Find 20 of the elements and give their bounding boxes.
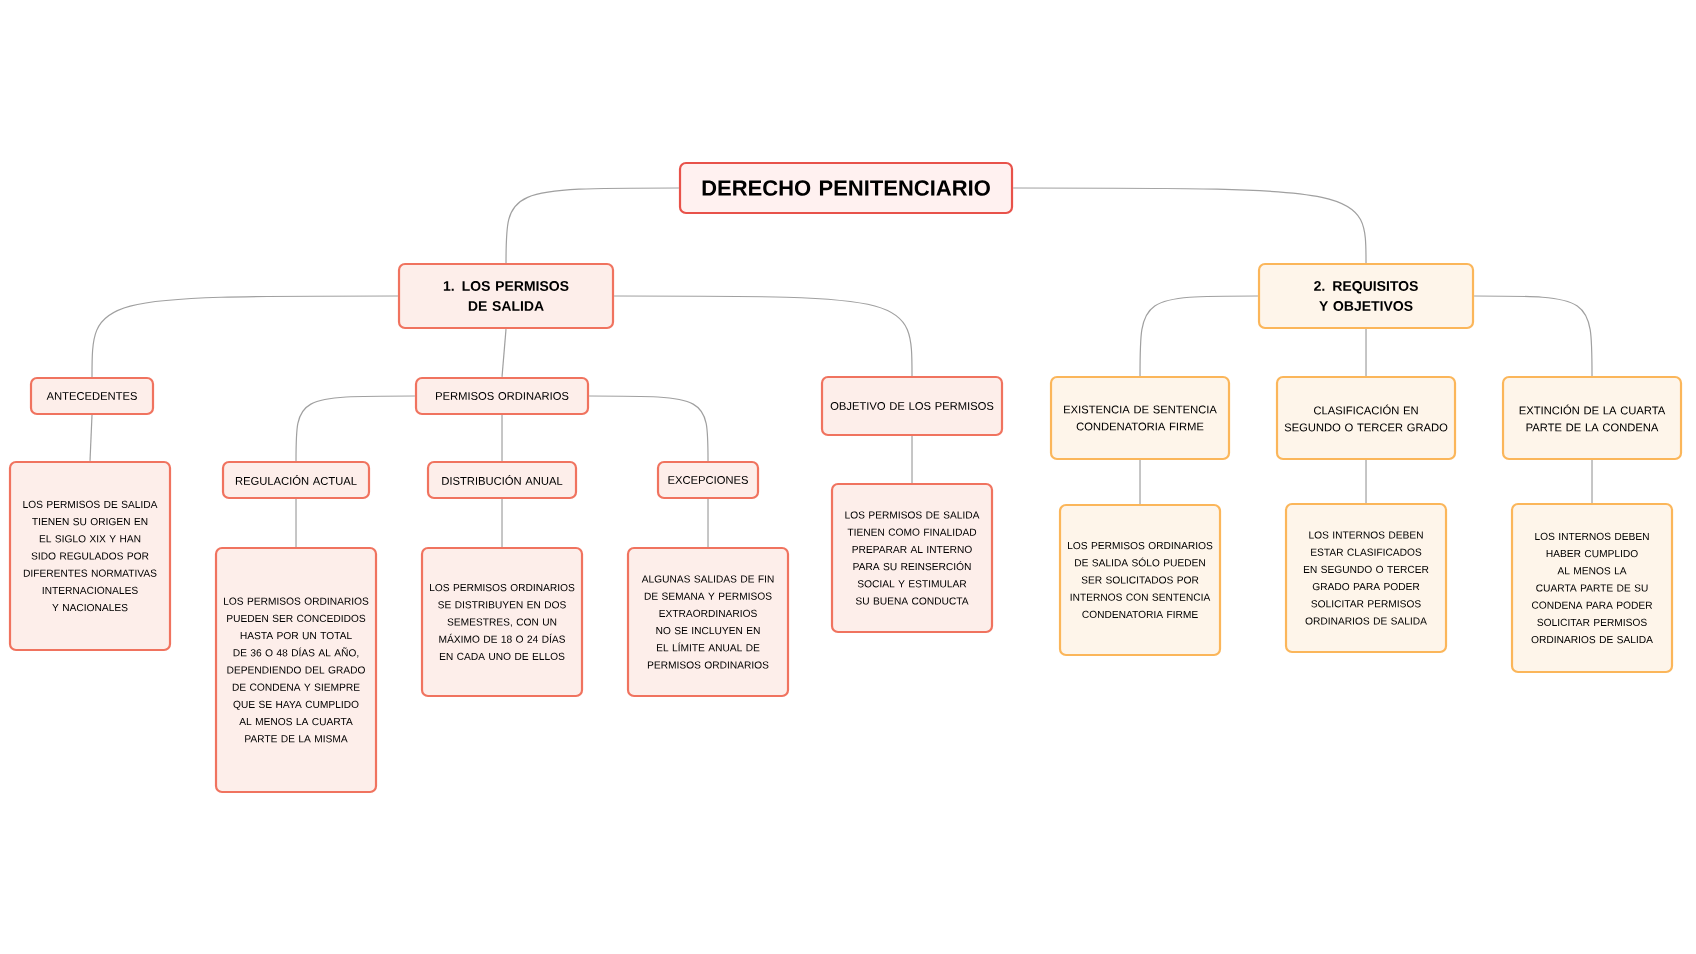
connector-line [89, 414, 93, 462]
connector-line [91, 295, 399, 378]
connector-line [501, 498, 503, 548]
connector-line [501, 328, 507, 378]
connector-line [1365, 459, 1367, 504]
connector-line [295, 498, 297, 548]
connector-line [1365, 328, 1367, 377]
connector-line [1591, 459, 1593, 504]
connector-line [1139, 459, 1141, 505]
title-box: DERECHO PENITENCIARIO [678, 161, 1014, 215]
connector-line [707, 498, 709, 548]
connector-line [1139, 295, 1259, 377]
connector-line [501, 414, 503, 462]
connector-line [911, 435, 913, 484]
connector-line [588, 395, 709, 462]
connector-line [505, 187, 680, 264]
connector-line [613, 295, 913, 377]
connector-line [1473, 295, 1593, 377]
connector-line [295, 395, 416, 462]
connector-line [1012, 187, 1367, 264]
